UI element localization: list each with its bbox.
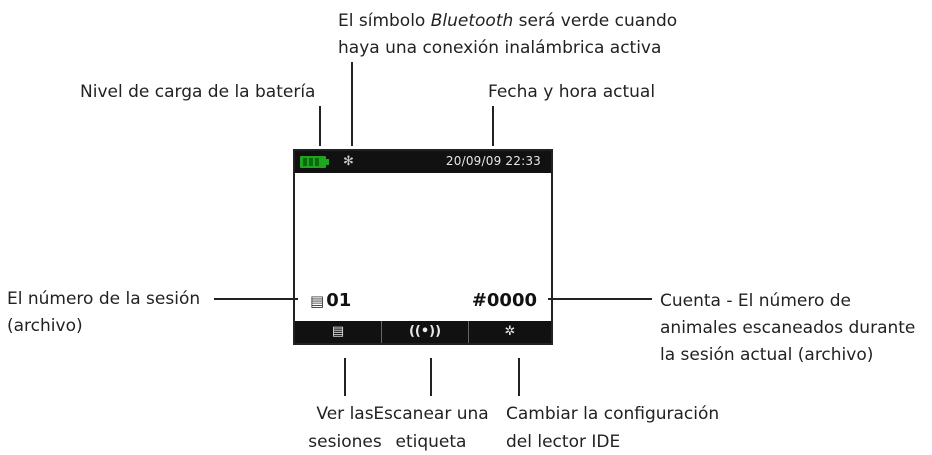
softkey-bar: ▤ ((•)) ✲ [295, 321, 551, 343]
view-sessions-button[interactable]: ▤ [295, 321, 381, 343]
datetime-leader-line [492, 106, 494, 146]
battery-leader-line [319, 106, 321, 146]
gear-icon: ✲ [504, 324, 516, 339]
bluetooth-leader-line [351, 62, 353, 146]
datetime-annotation: Fecha y hora actual [488, 82, 656, 102]
bluetooth-annotation: El símbolo Bluetooth será verde cuando [338, 11, 678, 31]
settings-leader-line [518, 358, 520, 396]
count-leader-line [548, 298, 652, 300]
view-sessions-leader-line [344, 358, 346, 396]
file-icon: ▤ [331, 324, 345, 339]
settings-annotation: Cambiar la configuración del lector IDE [506, 404, 720, 452]
battery-annotation: Nivel de carga de la batería [80, 82, 316, 102]
session-file-icon: ▤ [310, 292, 325, 310]
bluetooth-icon: ✻ [343, 154, 354, 169]
session-number: ▤01 [310, 290, 351, 311]
session-annotation: El número de la sesión (archivo) [7, 289, 201, 336]
count-annotation: Cuenta - El número de animales escaneado… [660, 291, 916, 365]
date-time-display: 20/09/09 22:33 [445, 154, 541, 168]
session-leader-line [214, 298, 298, 300]
session-number-value: 01 [326, 290, 352, 311]
scan-leader-line [430, 358, 432, 396]
battery-tip [326, 159, 329, 165]
bluetooth-italic-term: Bluetooth [430, 11, 514, 31]
device-screen: ✻ 20/09/09 22:33 ▤01 #0000 ▤ ((•)) ✲ [293, 149, 553, 345]
scan-signal-icon: ((•)) [408, 324, 442, 339]
status-bar: ✻ 20/09/09 22:33 [295, 151, 551, 173]
animal-count: #0000 [471, 290, 537, 311]
settings-button[interactable]: ✲ [467, 321, 553, 343]
view-sessions-annotation: Ver las sesiones [308, 404, 382, 452]
bluetooth-annotation-line2: haya una conexión inalámbrica activa [338, 38, 662, 58]
scan-tag-button[interactable]: ((•)) [381, 321, 469, 343]
scan-annotation: Escanear una etiqueta [373, 404, 489, 452]
battery-icon [300, 156, 326, 168]
